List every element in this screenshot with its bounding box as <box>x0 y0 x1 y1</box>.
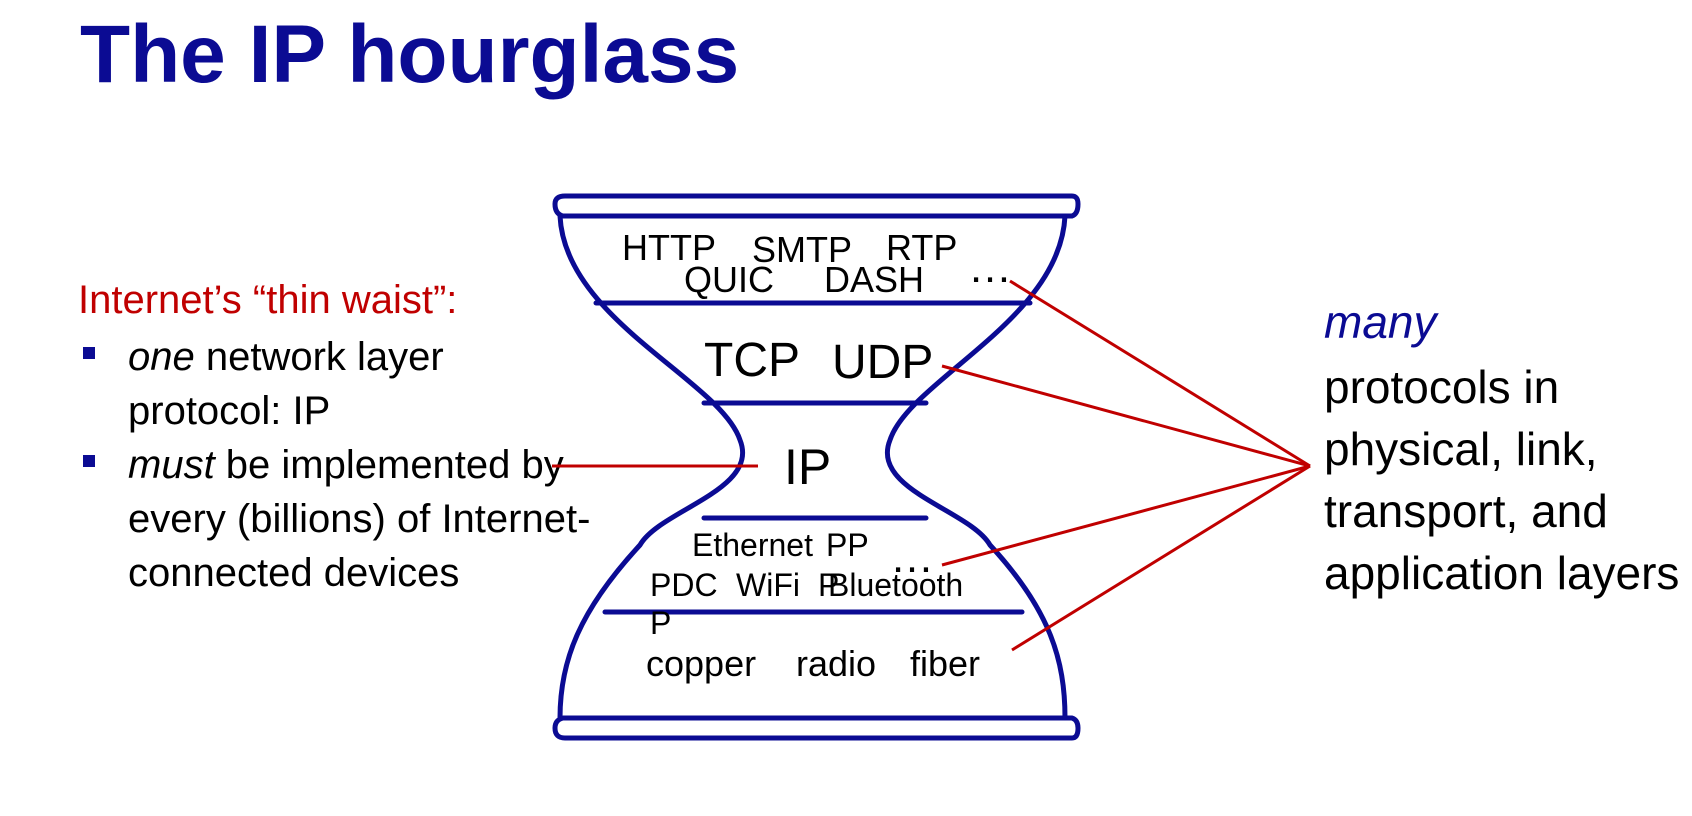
thin-waist-heading: Internet’s “thin waist”: <box>78 278 458 322</box>
pointer-physical <box>1011 464 1311 652</box>
pointer-transport <box>941 364 1311 468</box>
label-overlap-p: P <box>818 567 839 603</box>
link-ellipsis: … <box>890 533 934 582</box>
label-fiber: fiber <box>910 643 980 684</box>
label-smtp: SMTP <box>752 229 852 270</box>
label-wifi: WiFi <box>736 567 800 603</box>
label-ip: IP <box>784 439 831 495</box>
red-connectors <box>552 279 1311 652</box>
thin-waist-bullets: one network layer protocol: IP must be i… <box>80 330 598 600</box>
bullet-text: network layer protocol: IP <box>128 335 444 433</box>
label-quic: QUIC <box>684 259 774 300</box>
application-ellipsis: … <box>968 243 1012 292</box>
label-pdc: PDC <box>650 567 718 603</box>
label-http: HTTP <box>622 227 716 268</box>
label-pp: PP <box>826 527 869 563</box>
page-title: The IP hourglass <box>80 9 740 100</box>
hourglass-outline <box>552 193 1081 741</box>
hourglass-right-curve <box>885 213 1068 721</box>
pointer-application <box>1009 279 1311 468</box>
hourglass-top-cap <box>552 193 1081 219</box>
bullet-item-must: must be implemented by every (billions) … <box>80 438 598 600</box>
bullet-square-icon <box>83 455 95 467</box>
label-radio: radio <box>796 643 876 684</box>
label-ethernet: Ethernet <box>692 527 813 563</box>
bullet-square-icon <box>83 347 95 359</box>
hourglass-left-curve <box>557 213 745 721</box>
label-tcp: TCP <box>704 334 800 387</box>
label-copper: copper <box>646 643 756 684</box>
label-wrapped-p: P <box>650 605 671 641</box>
label-udp: UDP <box>832 336 933 389</box>
bullet-emphasis: must <box>128 443 215 487</box>
hourglass-bottom-cap <box>552 715 1081 741</box>
bullet-emphasis: one <box>128 335 195 379</box>
pointer-link <box>941 464 1311 567</box>
label-dash: DASH <box>824 259 924 300</box>
label-bluetooth: Bluetooth <box>828 567 963 603</box>
label-rtp: RTP <box>886 227 957 268</box>
bullet-text: be implemented by every (billions) of In… <box>128 443 591 595</box>
many-emphasis: many <box>1324 296 1437 348</box>
bullet-item-one: one network layer protocol: IP <box>80 330 598 438</box>
many-protocols-text: protocols in physical, link, transport, … <box>1324 361 1680 599</box>
